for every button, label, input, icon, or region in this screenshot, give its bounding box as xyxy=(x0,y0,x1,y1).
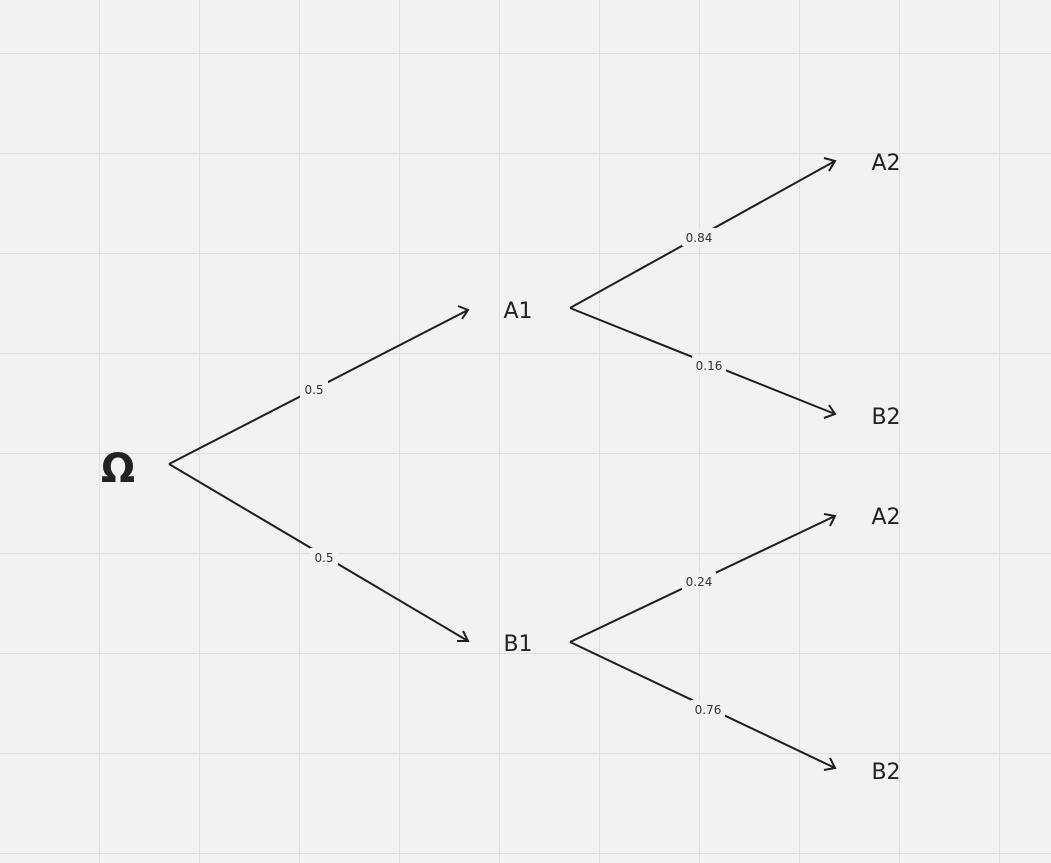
arrowhead-b1-a2 xyxy=(823,513,837,527)
arrowhead-a1 xyxy=(457,305,470,320)
node-a1-a2[interactable]: A2 xyxy=(871,151,900,176)
prob-b1-b2[interactable]: 0.76 xyxy=(695,703,722,717)
root-node-omega[interactable]: Ω xyxy=(101,446,135,492)
prob-a1-a2[interactable]: 0.84 xyxy=(686,231,713,245)
prob-root-a1[interactable]: 0.5 xyxy=(304,383,323,397)
arrowhead-a1-b2 xyxy=(823,404,837,419)
probability-labels: 0.5 0.5 0.84 0.16 0.24 0.76 xyxy=(300,228,726,718)
prob-b1-a2[interactable]: 0.24 xyxy=(686,575,713,589)
arrowhead-b1-b2 xyxy=(823,757,837,771)
node-a1-b2[interactable]: B2 xyxy=(871,405,900,430)
nodes: Ω A1 B1 A2 B2 A2 B2 xyxy=(101,151,901,785)
prob-root-b1[interactable]: 0.5 xyxy=(314,551,333,565)
node-b1[interactable]: B1 xyxy=(503,632,532,657)
edges xyxy=(168,157,837,771)
node-a1[interactable]: A1 xyxy=(503,299,532,324)
arrowhead-b1 xyxy=(457,630,470,642)
arrowhead-a1-a2 xyxy=(823,157,837,172)
prob-a1-b2[interactable]: 0.16 xyxy=(696,359,723,373)
node-b1-b2[interactable]: B2 xyxy=(871,760,900,785)
node-b1-a2[interactable]: A2 xyxy=(871,505,900,530)
